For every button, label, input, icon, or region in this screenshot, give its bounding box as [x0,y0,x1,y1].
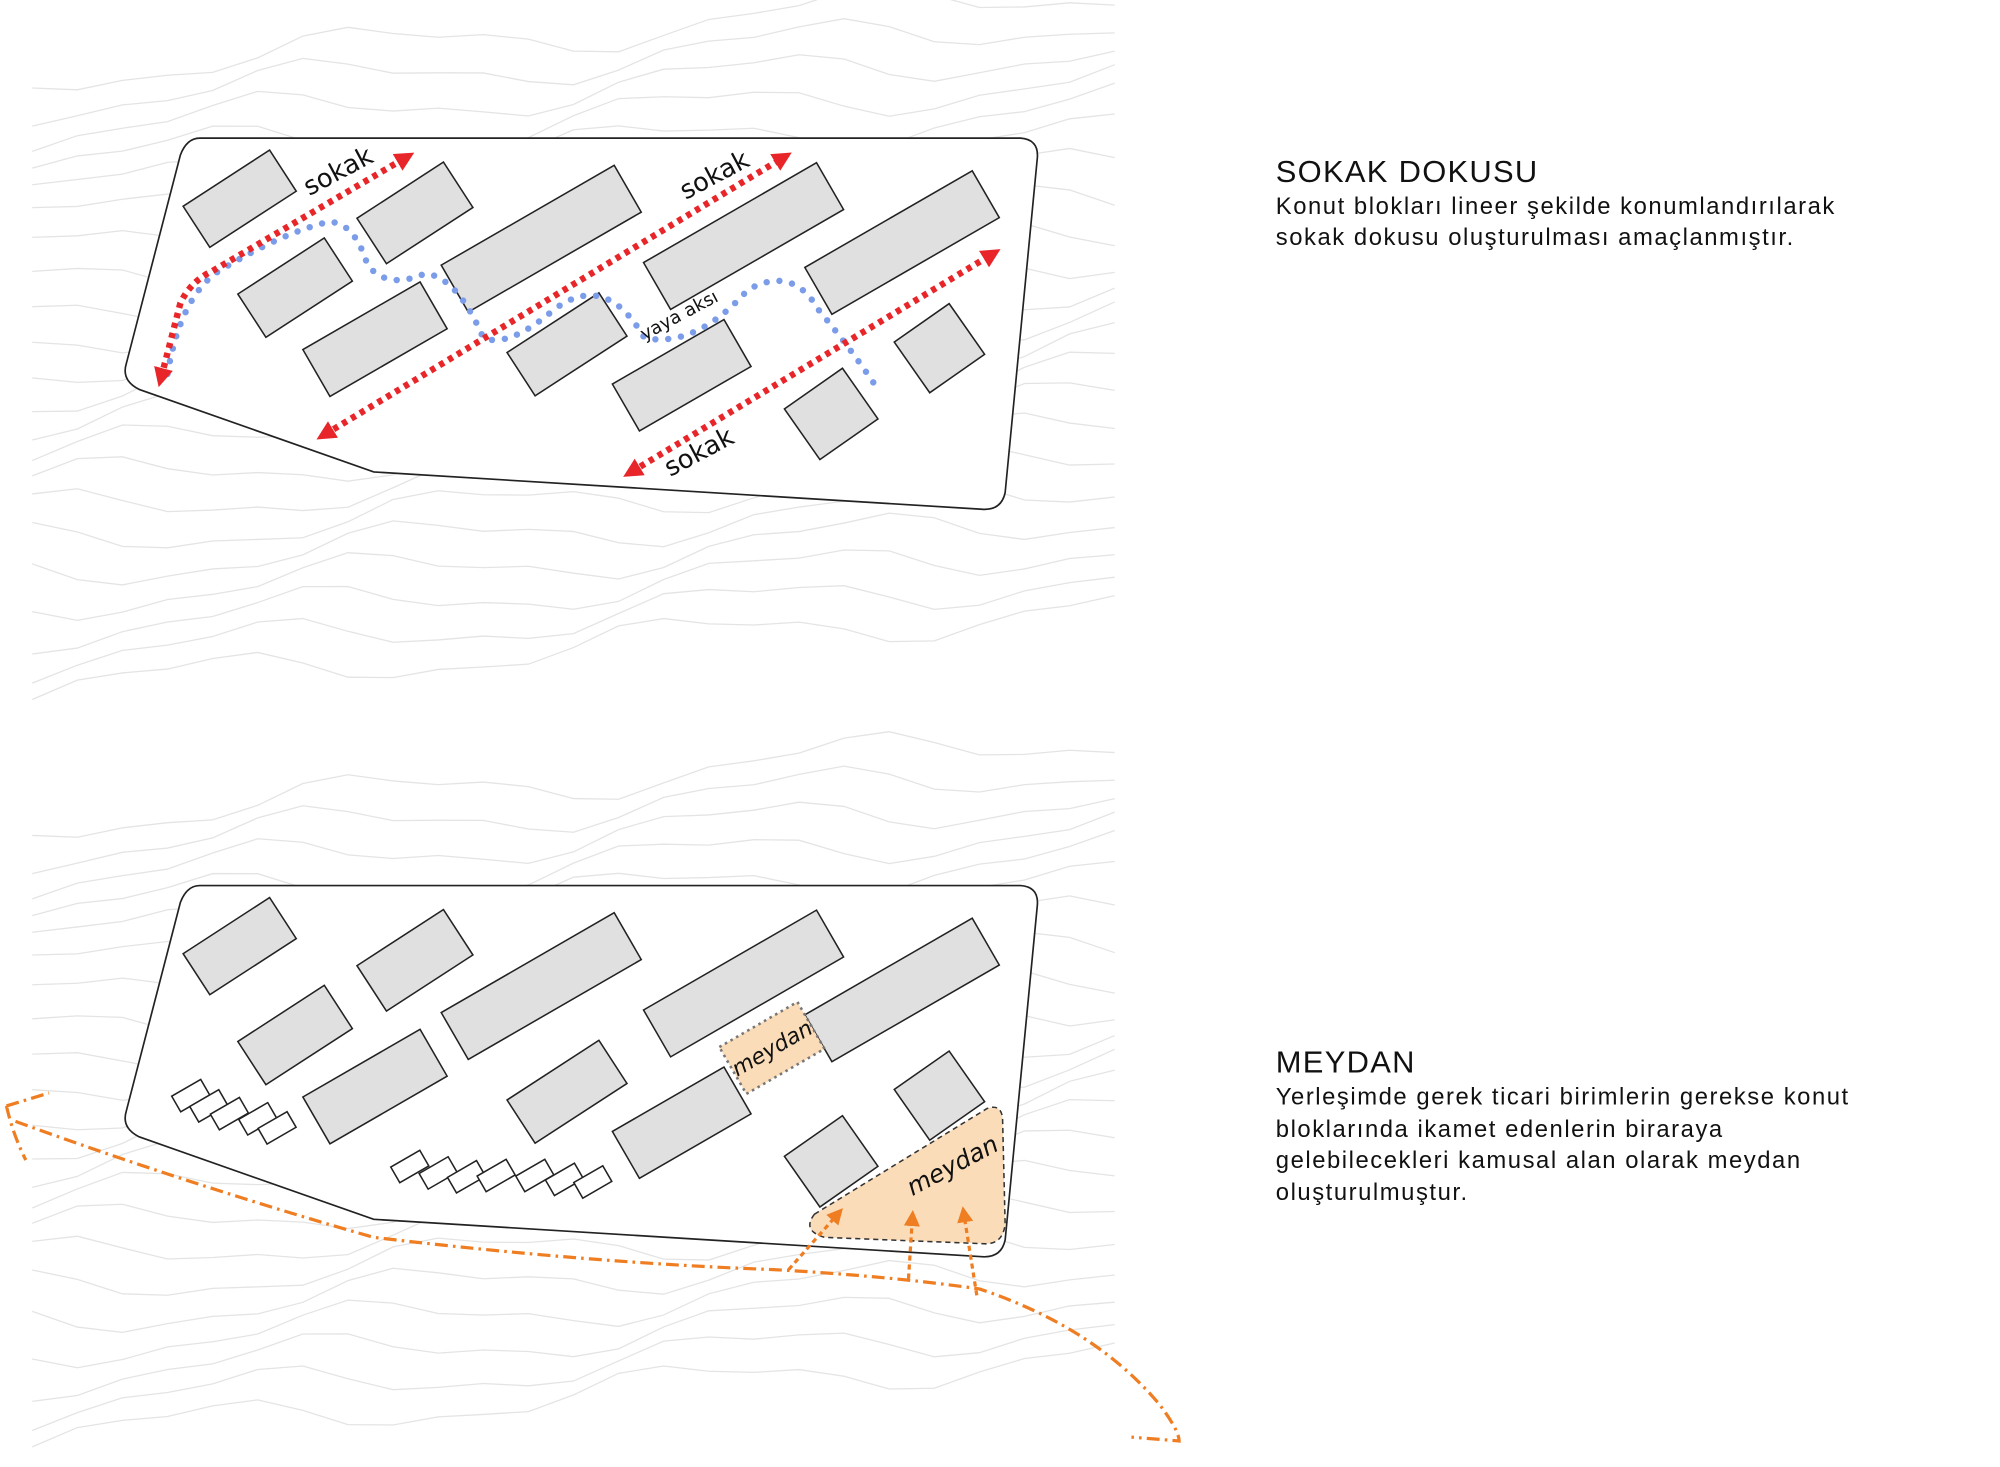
section-sokak-dokusu: SOKAK DOKUSU Konut blokları lineer şekil… [1276,154,1836,251]
building-block [440,911,643,1061]
access-arrow [903,1209,920,1279]
building-block [505,1039,629,1145]
small-unit [514,1158,555,1193]
small-unit [418,1155,459,1191]
small-unit [256,1110,298,1146]
section-meydan: MEYDAN Yerleşimde gerek ticari birimleri… [1276,1044,1850,1206]
small-unit [476,1158,517,1193]
small-commercial-units [170,1078,613,1200]
contour-line [32,811,1115,917]
building-block [355,908,474,1013]
contour-line [31,1342,1115,1448]
small-unit [209,1096,250,1131]
section-text-line: bloklarında ikamet edenlerin biraraya [1276,1116,1724,1143]
section-text-line: gelebilecekleri kamusal alan olarak meyd… [1276,1147,1802,1174]
building-blocks [182,896,1001,1209]
street-pattern-plan: sokak sokak sokak yaya aksı [124,137,1039,511]
access-arrow [957,1206,979,1296]
contour-line [32,18,1115,127]
access-route [4,1091,1181,1443]
access-arrow [787,1208,843,1271]
street-arrow-1 [154,152,415,388]
contour-line [32,1296,1115,1403]
section-title: SOKAK DOKUSU [1276,154,1539,189]
building-block [893,1049,986,1142]
section-text-line: sokak dokusu oluşturulması amaçlanmıştır… [1276,224,1795,251]
small-unit [544,1162,585,1197]
public-square-main [809,1106,1006,1245]
section-text-line: Yerleşimde gerek ticari birimlerin gerek… [1276,1084,1850,1111]
street-arrow-2 [316,152,792,440]
section-title: MEYDAN [1276,1044,1416,1079]
contour-line [32,512,1115,622]
building-block [182,896,298,996]
contour-line [32,765,1115,875]
building-block [236,984,354,1086]
building-block [301,1028,449,1145]
street-arrow-3 [623,249,1001,477]
square-plan: meydan meydan [4,884,1181,1443]
contour-line [32,64,1115,169]
contour-line [31,1323,1115,1432]
small-unit [572,1164,613,1200]
contour-line [32,731,1115,838]
contour-line [31,576,1115,684]
contour-line [32,549,1115,655]
small-unit [389,1149,430,1184]
building-block [611,1065,753,1180]
contour-line [32,50,1115,153]
section-text-line: Konut blokları lineer şekilde konumlandı… [1276,193,1836,220]
building-block [642,909,845,1058]
section-text-line: oluşturulmuştur. [1276,1179,1469,1206]
contour-line [32,0,1115,91]
small-unit [446,1159,487,1195]
contour-line [32,797,1115,900]
building-block [783,1114,880,1209]
contour-line [31,594,1115,701]
contour-line [32,1259,1115,1369]
